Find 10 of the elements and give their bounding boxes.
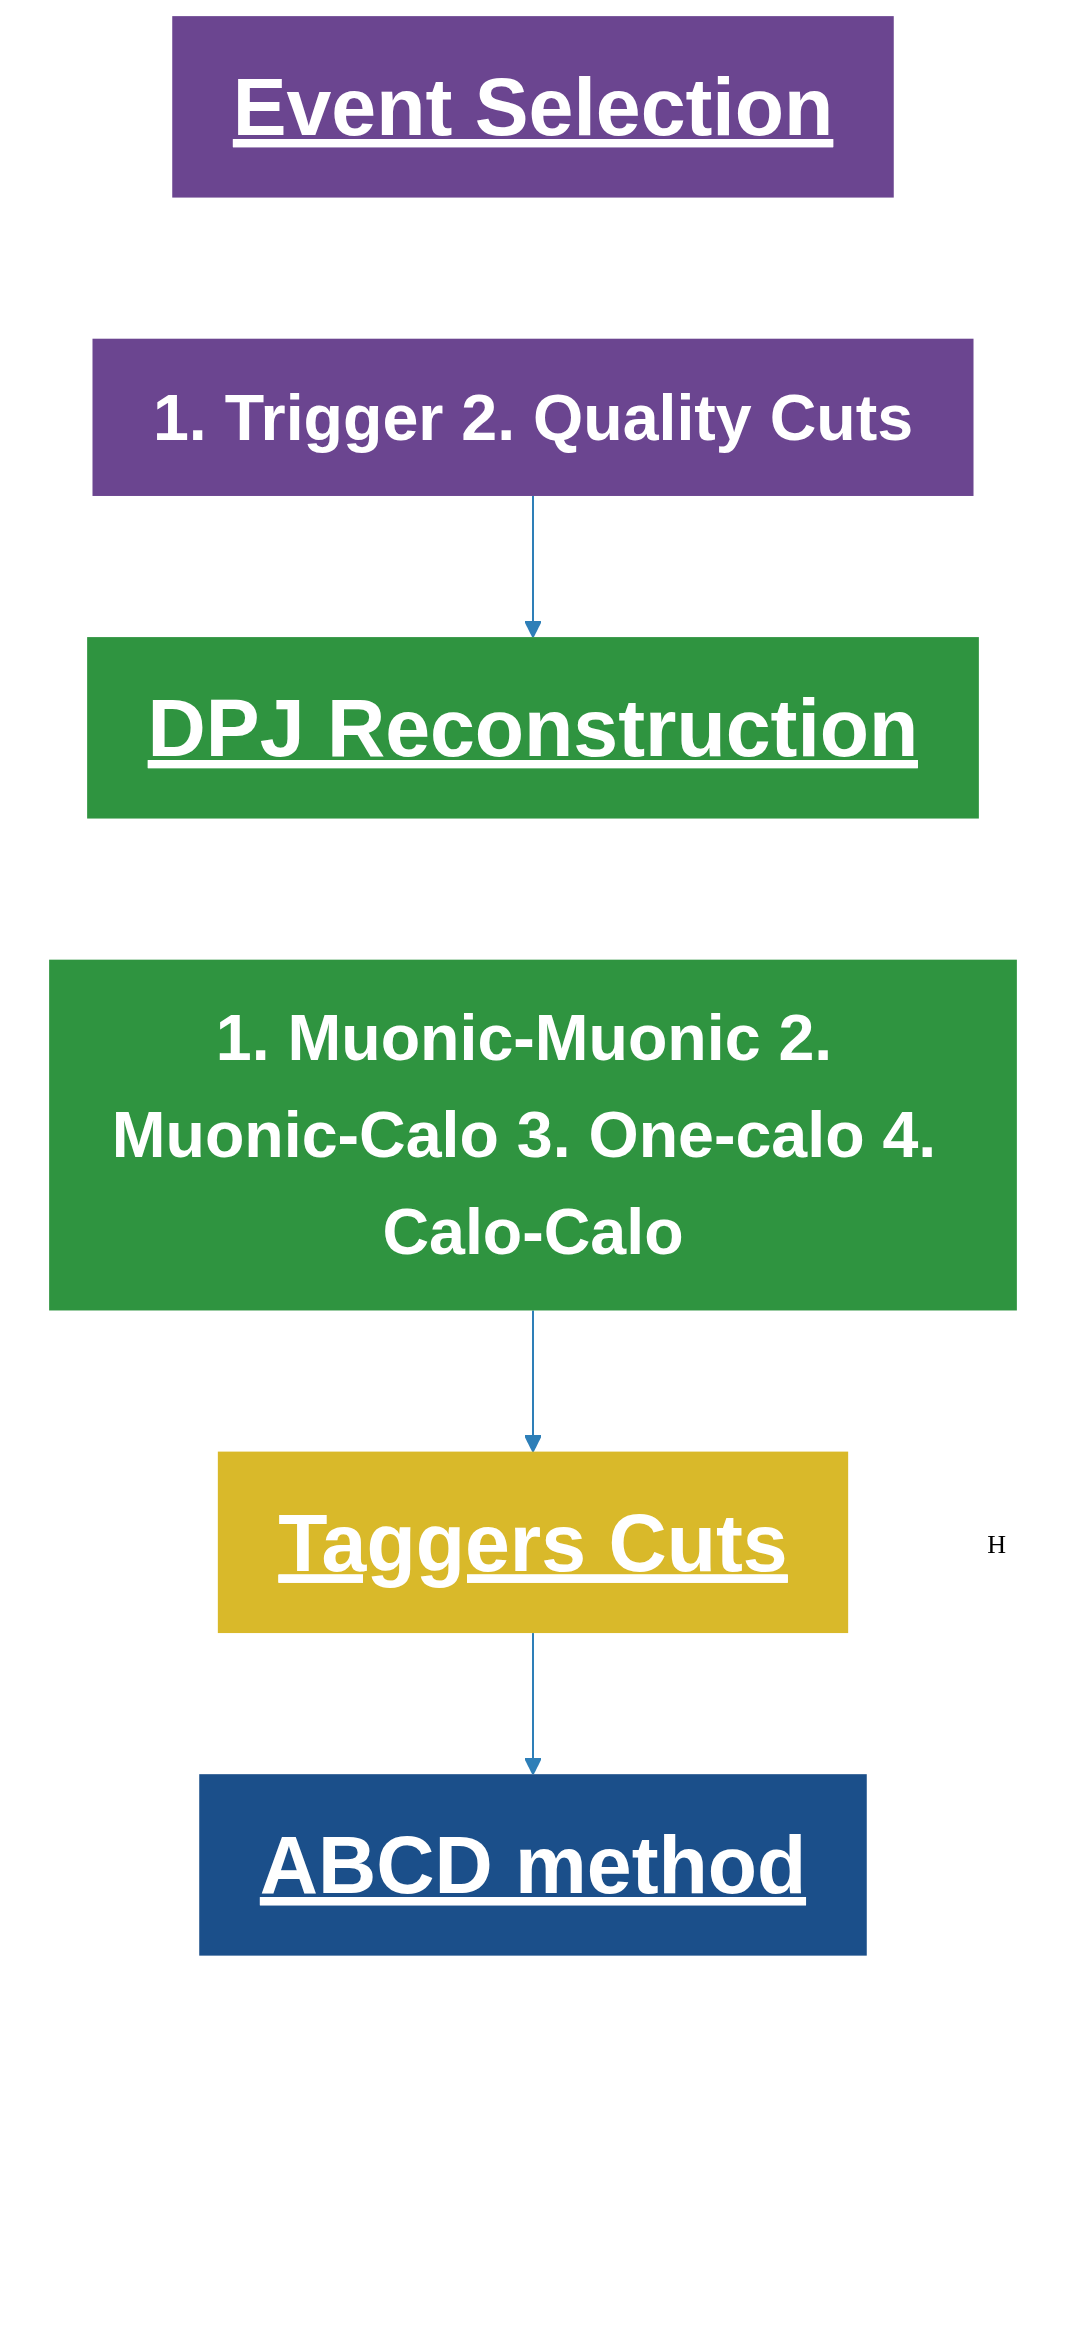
node-box: DPJ Reconstruction: [87, 637, 979, 819]
node-box: 1. Trigger 2. Quality Cuts: [92, 338, 974, 496]
node-box: ABCD method: [199, 1774, 867, 1956]
node-box: Event Selection: [172, 16, 894, 198]
arrow: [524, 1310, 542, 1453]
arrow: [524, 1633, 542, 1775]
node-box: Taggers Cuts: [217, 1451, 849, 1634]
node-box: 1. Muonic-Muonic 2. Muonic-Calo 3. One-calo 4. Calo-Calo: [49, 959, 1017, 1311]
note-text: H: [987, 1530, 1006, 1560]
arrow: [524, 495, 542, 638]
